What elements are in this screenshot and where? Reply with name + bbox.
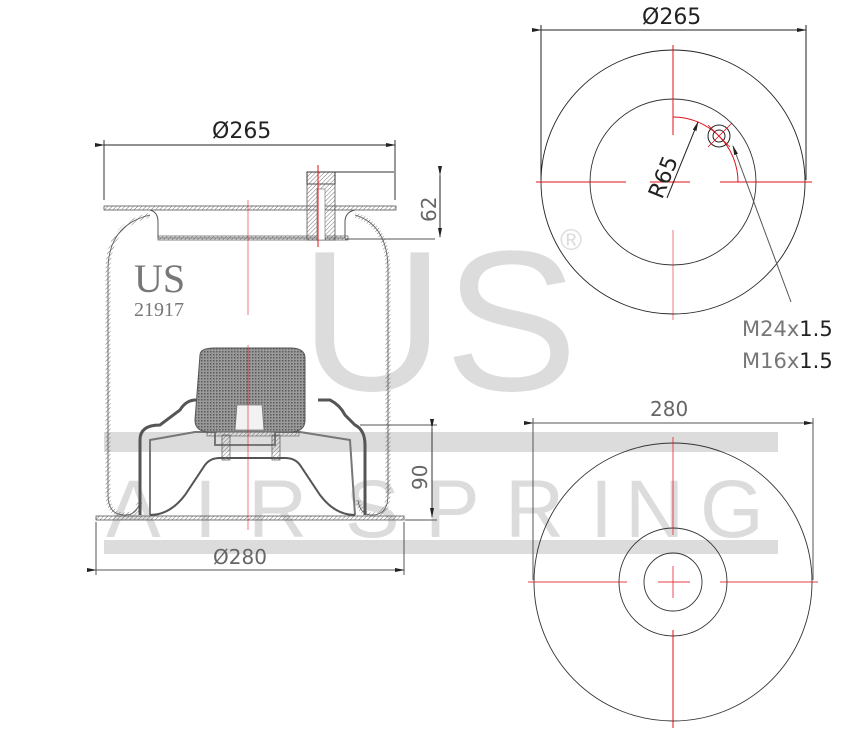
part-number: 21917 [134, 299, 184, 321]
thread-spec-1: M24x1.5 [742, 317, 833, 341]
bottom-height-label: 90 [408, 465, 432, 490]
watermark-letter: P [425, 464, 480, 555]
bottom-view: 280 [524, 397, 818, 728]
top-view-diameter-label: Ø265 [642, 5, 701, 30]
watermark-letter: I [194, 464, 217, 555]
watermark-logo: US [300, 210, 578, 433]
thread-2-prefix: M16x [742, 349, 799, 373]
top-height-label: 62 [417, 197, 441, 222]
watermark-letter: I [590, 464, 613, 555]
thread-spec-2: M16x1.5 [742, 349, 833, 373]
top-view: Ø265 R65 M24x1.5 M16x1.5 [532, 5, 833, 373]
brand-logo: US [134, 256, 185, 301]
bottom-diameter-label: Ø280 [213, 545, 267, 569]
watermark-letter: R [248, 464, 307, 555]
side-view: Ø265 62 Ø280 [87, 119, 442, 575]
thread-1-value: 1.5 [799, 317, 832, 341]
thread-1-prefix: M24x [742, 317, 799, 341]
watermark-bar-top [104, 432, 778, 452]
watermark-letter: G [700, 464, 764, 555]
watermark-letter: R [505, 464, 564, 555]
watermark-registered: ® [560, 224, 582, 257]
top-diameter-label: Ø265 [212, 119, 271, 144]
bottom-view-diameter-label: 280 [650, 397, 688, 421]
thread-2-value: 1.5 [799, 349, 832, 373]
watermark-bar-bottom [104, 540, 778, 554]
watermark-letter: N [625, 464, 684, 555]
radius-label: R65 [644, 153, 683, 202]
